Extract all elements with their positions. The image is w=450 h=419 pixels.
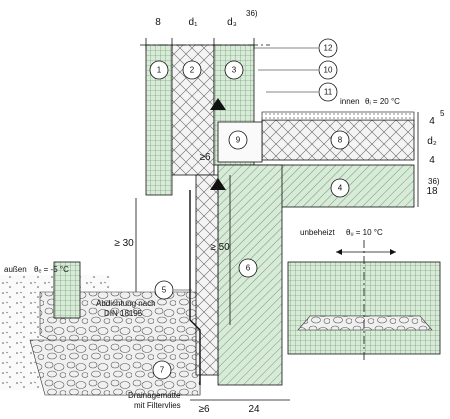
triangle-marker-lower [210,178,226,190]
svg-text:10: 10 [324,66,333,75]
marker-6: 6 [238,258,258,278]
svg-text:4: 4 [338,184,343,193]
label-unheated-temp: θᵤ = 10 °C [346,228,383,237]
dim-mid-ge6: ≥6 [199,152,210,163]
label-sealing-2: DIN 18195 [104,309,143,318]
label-inside: innen [340,97,360,106]
detail-arrowhead-left [336,249,342,255]
label-outside: außen [4,265,27,274]
svg-text:11: 11 [324,88,333,97]
dim-right-4: 4 [429,155,435,166]
svg-text:9: 9 [236,136,241,145]
marker-5: 5 [154,280,174,300]
svg-text:12: 12 [324,44,333,53]
svg-text:2: 2 [190,66,195,75]
dim-bottom-24: 24 [248,404,260,415]
marker-9: 9 [228,130,248,150]
marker-1: 1 [149,60,169,80]
svg-text:3: 3 [232,66,237,75]
dim-right-4-5: 4 [429,116,435,127]
marker-7: 7 [152,360,172,380]
triangle-marker-upper [210,98,226,110]
marker-10: 10 [318,60,338,80]
screed-layer [261,111,415,121]
marker-4: 4 [330,178,350,198]
pier-masonry [53,261,81,319]
svg-text:5: 5 [162,286,167,295]
dim-right-d2: d₂ [427,136,437,147]
svg-text:8: 8 [338,136,343,145]
label-drainage-1: Drainagematte [128,391,181,400]
marker-3: 3 [224,60,244,80]
dim-right-18: 18 [426,186,438,197]
label-outside-temp: θₑ = -5 °C [34,265,69,274]
detail-inset-gravel [297,315,433,331]
svg-text:7: 7 [160,366,165,375]
dim-right-4-5-sup: 5 [440,109,445,118]
dim-mid-ge50: ≥ 50 [210,242,230,253]
detail-arrowhead-right [390,249,396,255]
dim-right-18-note: 36) [428,177,440,186]
label-inside-temp: θᵢ = 20 °C [365,97,400,106]
gravel-layer-7 [29,339,201,396]
svg-text:1: 1 [157,66,162,75]
svg-text:6: 6 [246,264,251,273]
dim-top-d3: d₃ [227,17,237,28]
dim-top-8: 8 [155,17,161,28]
marker-8: 8 [330,130,350,150]
marker-12: 12 [318,38,338,58]
perimeter-insulation [195,174,219,376]
dim-top-d1: d₁ [189,17,199,28]
dim-bottom-ge6: ≥6 [198,404,209,415]
label-sealing-1: Abdichtung nach [96,299,156,308]
dim-left-ge30: ≥ 30 [114,238,134,249]
label-unheated: unbeheizt [300,228,335,237]
marker-2: 2 [182,60,202,80]
dim-top-d3-note: 36) [246,9,258,18]
marker-11: 11 [318,82,338,102]
label-drainage-2: mit Filtervlies [134,401,181,410]
sealing-membrane [189,190,201,385]
